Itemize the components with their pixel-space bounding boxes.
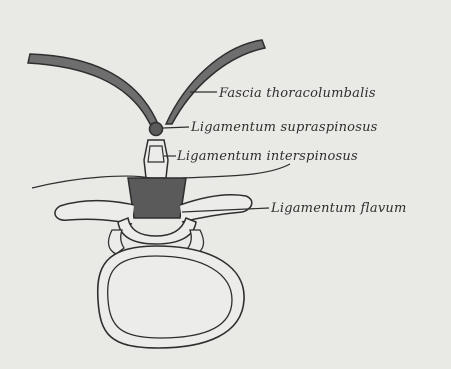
label-fascia-thoracolumbalis: Fascia thoracolumbalis: [219, 86, 376, 101]
supraspinous-ligament: [150, 123, 163, 136]
vertebral-body-outer: [98, 246, 244, 348]
ligamentum-flavum-region: [128, 178, 186, 218]
label-ligamentum-supraspinosus: Ligamentum supraspinosus: [191, 120, 378, 135]
label-ligamentum-interspinosus: Ligamentum interspinosus: [177, 149, 358, 164]
label-ligamentum-flavum: Ligamentum flavum: [271, 201, 406, 216]
